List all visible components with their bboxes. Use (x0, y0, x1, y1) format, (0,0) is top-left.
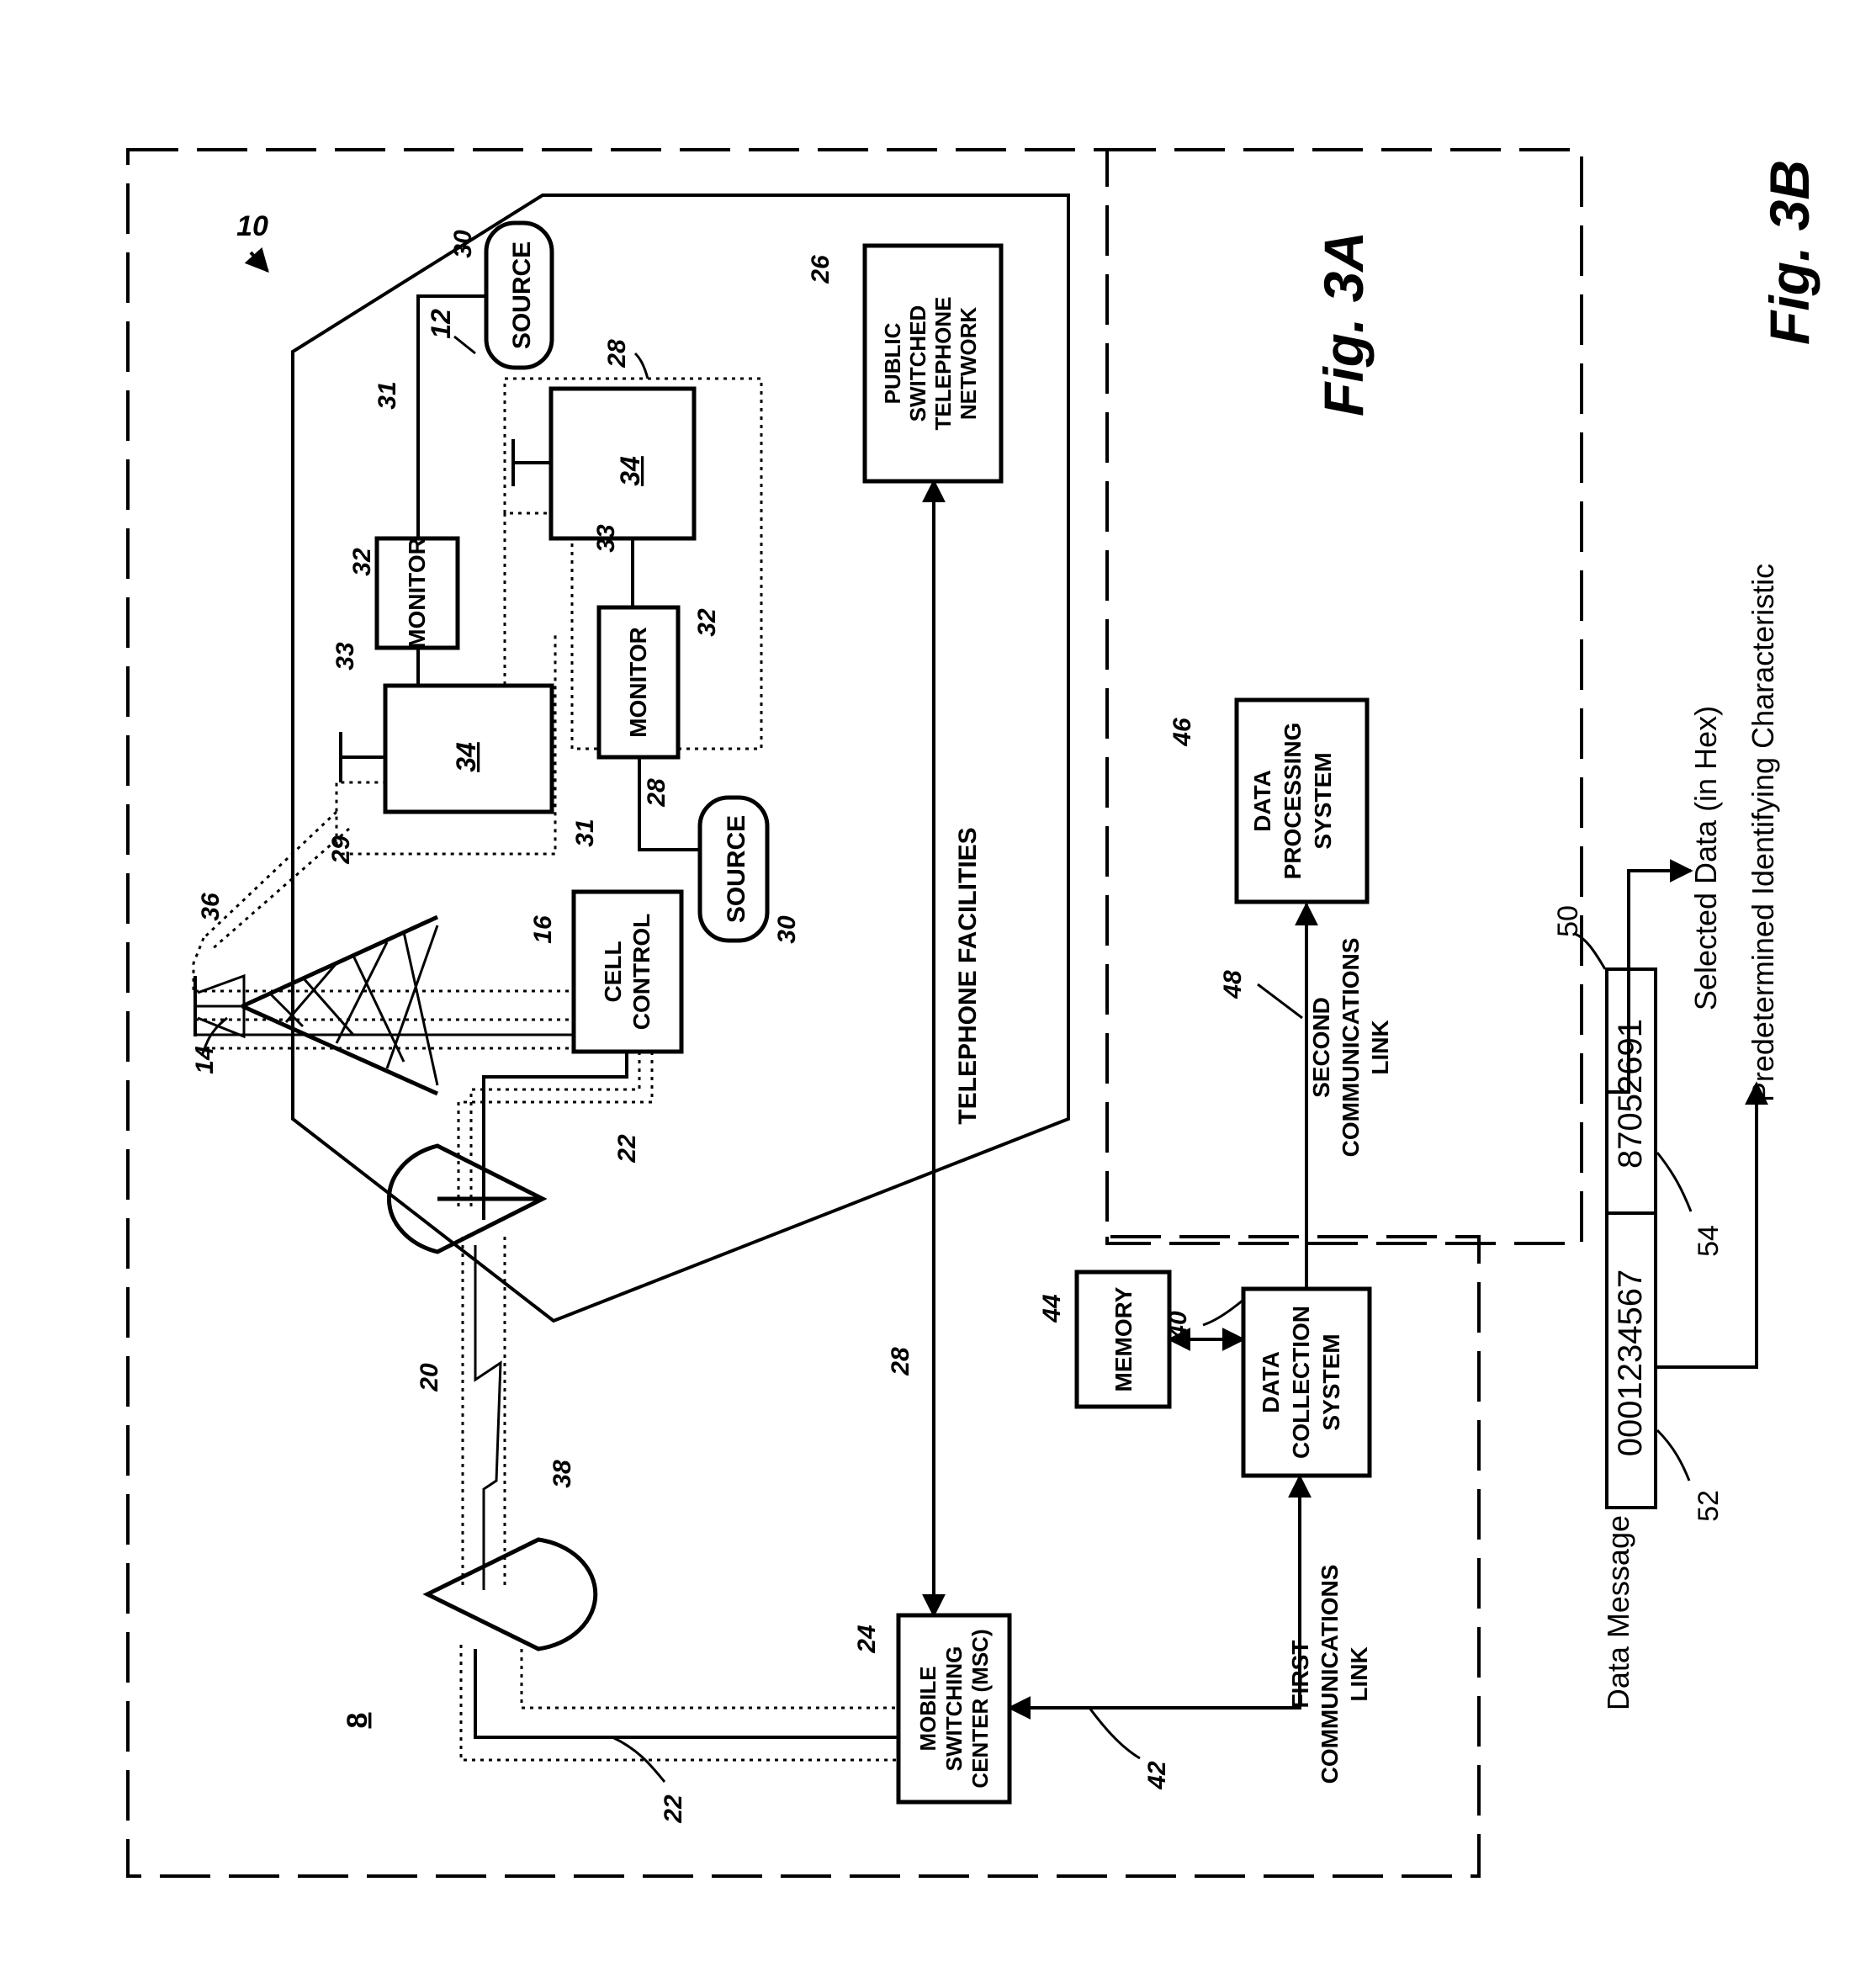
memory-label: MEMORY (1110, 1286, 1137, 1392)
cell-control-label-2: CONTROL (628, 914, 654, 1030)
dp-label-3: SYSTEM (1310, 752, 1336, 849)
field-identifier: 0001234567 (1612, 1270, 1649, 1456)
antenna-upper (341, 732, 385, 782)
unit-34-lower-label: 34 (615, 456, 645, 486)
ref-40-leader (1203, 1300, 1243, 1325)
microwave-dish-lower (427, 1540, 596, 1649)
source-upper-label: SOURCE (508, 241, 536, 349)
ref-32-upper: 32 (348, 548, 376, 576)
ref-28-site-leader (635, 353, 648, 379)
ref-30-lower: 30 (773, 915, 801, 944)
antenna-lower (513, 439, 551, 486)
ref-33-lower: 33 (592, 524, 620, 553)
ref-50: 50 (1552, 905, 1584, 937)
ref-40: 40 (1164, 1311, 1192, 1340)
ref-52: 52 (1693, 1490, 1725, 1522)
dc-label-3: SYSTEM (1318, 1333, 1344, 1430)
cell-control-label-1: CELL (600, 941, 626, 1002)
pstn-label-2: SWITCHED (905, 305, 930, 422)
ref-8: 8 (342, 1713, 374, 1729)
ref-22-lower: 22 (660, 1794, 687, 1824)
ref-31-upper: 31 (374, 381, 401, 409)
ref-46: 46 (1169, 718, 1196, 747)
ref-31-lower: 31 (571, 819, 599, 846)
ref-24: 24 (853, 1625, 881, 1654)
ref-20: 20 (416, 1363, 443, 1392)
ref-22-lower-leader (612, 1737, 665, 1782)
source-lower-label: SOURCE (723, 815, 750, 923)
ref-33-upper: 33 (331, 642, 359, 671)
msc-label-2: SWITCHING (941, 1646, 967, 1772)
ref-48: 48 (1219, 970, 1247, 999)
ref-12-leader (454, 337, 475, 353)
first-link-label-3: LINK (1346, 1646, 1372, 1701)
fig-3a-title: Fig. 3A (1312, 231, 1375, 416)
dc-label-1: DATA (1258, 1351, 1284, 1413)
dp-label-2: PROCESSING (1280, 723, 1306, 880)
second-link-label-1: SECOND (1308, 997, 1334, 1098)
ref-28-line: 28 (643, 778, 670, 808)
dp-label-1: DATA (1249, 770, 1275, 832)
dc-label-2: COLLECTION (1288, 1306, 1314, 1459)
ref-leader-52 (1657, 1430, 1689, 1481)
second-link-label-2: COMMUNICATIONS (1338, 938, 1364, 1158)
cell-control-16 (574, 892, 681, 1052)
ref-10: 10 (236, 210, 268, 242)
unit-34-upper-label: 34 (451, 742, 481, 772)
selected-data-label: Selected Data (in Hex) (1688, 706, 1723, 1010)
first-link-label-2: COMMUNICATIONS (1317, 1565, 1343, 1784)
ref-36: 36 (197, 893, 225, 921)
outer-dashed-boundary (128, 150, 1479, 1876)
ref-32-lower: 32 (693, 608, 721, 637)
msc-label-3: CENTER (MSC) (967, 1629, 993, 1788)
ref-26: 26 (807, 255, 835, 284)
ref-28-facilities: 28 (887, 1347, 914, 1376)
identifying-label: Predetermined Identifying Characteristic (1746, 564, 1780, 1102)
trunk-22-upper-solid (484, 1052, 627, 1220)
ref-54: 54 (1693, 1225, 1725, 1257)
trunk-22-lower-solid (475, 1649, 898, 1737)
second-link-label-3: LINK (1367, 1020, 1393, 1074)
pstn-label-4: NETWORK (956, 307, 981, 421)
ref-30-upper: 30 (449, 230, 477, 258)
microwave-dish-upper (389, 1146, 543, 1252)
ref-48-leader (1258, 984, 1302, 1018)
msc-label-1: MOBILE (915, 1666, 941, 1751)
ref-44: 44 (1038, 1294, 1066, 1323)
monitor-upper-label: MONITOR (404, 538, 430, 649)
ref-12: 12 (426, 309, 456, 339)
ref-28-site: 28 (603, 339, 631, 368)
first-communications-link-42 (1010, 1476, 1300, 1708)
ref-16: 16 (529, 915, 557, 944)
ref-38: 38 (548, 1460, 576, 1488)
first-link-label-1: FIRST (1287, 1641, 1313, 1709)
pstn-label-1: PUBLIC (880, 322, 905, 404)
trunk-22-lower (461, 1645, 898, 1760)
ref-14: 14 (191, 1046, 219, 1074)
fig-3b: Data Message Record Content 0001234567 8… (1552, 160, 1820, 1710)
cell-tower-14 (195, 917, 437, 1094)
ref-leader-54 (1657, 1153, 1691, 1211)
ref-29: 29 (327, 835, 355, 865)
fig-3b-title: Fig. 3B (1758, 160, 1820, 345)
ref-leader-50 (1575, 934, 1605, 969)
monitor-lower-label: MONITOR (625, 627, 651, 738)
ref-22-upper: 22 (613, 1134, 641, 1164)
ref-10-arrow (251, 252, 268, 271)
ref-42: 42 (1143, 1761, 1171, 1790)
telephone-facilities-label: TELEPHONE FACILITIES (954, 827, 982, 1124)
pstn-label-3: TELEPHONE (930, 297, 956, 431)
ref-42-leader (1089, 1708, 1140, 1758)
fig-3a: 10 8 12 SOURCE 30 31 MONITOR 32 (128, 150, 1582, 1876)
microwave-link-20 (475, 1245, 501, 1590)
